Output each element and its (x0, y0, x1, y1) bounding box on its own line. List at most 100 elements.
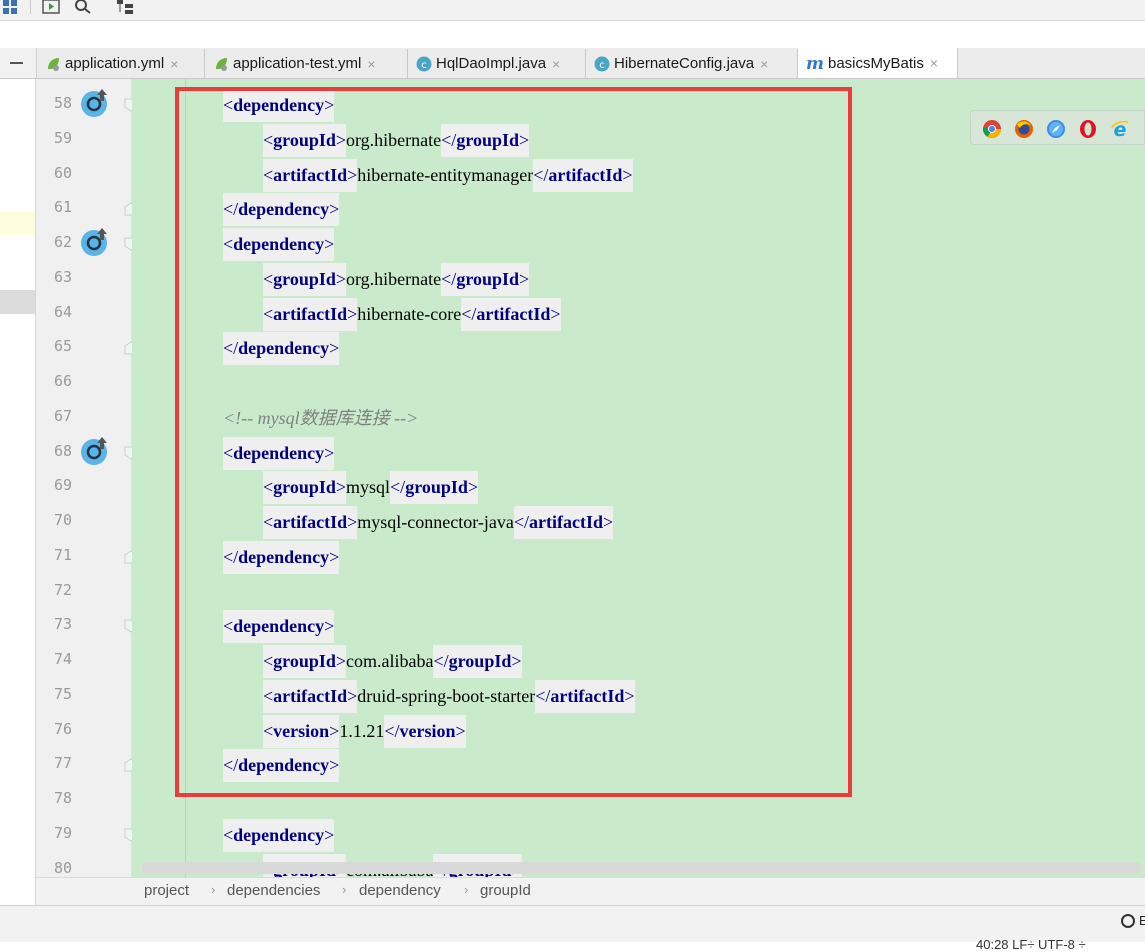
override-method-icon[interactable] (80, 88, 110, 118)
angle-bracket: > (329, 546, 340, 567)
xml-close-tag: </dependency> (223, 332, 340, 366)
tag-name: version (399, 720, 456, 741)
spring-leaf-icon (48, 57, 59, 71)
code-line[interactable]: <dependency> (223, 228, 335, 261)
xml-close-tag: </dependency> (223, 540, 340, 574)
tab-application-yml[interactable]: application.yml × (37, 49, 205, 78)
xml-open-tag: <dependency> (223, 89, 335, 122)
tag-value: com.alibaba (346, 651, 434, 671)
opera-icon[interactable] (1078, 119, 1098, 139)
angle-bracket: > (347, 512, 358, 532)
breadcrumb-project[interactable]: project (144, 882, 190, 899)
tab-application-test-yml[interactable]: application-test.yml × (205, 49, 408, 78)
code-line[interactable]: <artifactId>druid-spring-boot-starter</a… (263, 679, 635, 713)
line-number: 79 (53, 823, 72, 842)
line-number: 66 (53, 372, 72, 390)
line-number: 63 (53, 267, 72, 286)
angle-bracket: </ (223, 338, 239, 359)
gutter-divider (131, 79, 132, 877)
code-line[interactable]: <dependency> (223, 610, 335, 644)
angle-bracket: > (511, 651, 522, 671)
tab-label: application-test.yml (233, 55, 362, 72)
breadcrumb-dependency[interactable]: dependency (359, 882, 441, 899)
angle-bracket: > (324, 234, 335, 254)
line-number: 72 (53, 580, 72, 599)
layout-icon[interactable] (2, 0, 18, 14)
tag-value: hibernate-entitymanager (357, 164, 534, 185)
code-line[interactable]: <dependency> (223, 818, 335, 852)
code-line[interactable]: </dependency> (223, 193, 340, 227)
code-line[interactable]: </dependency> (223, 540, 340, 574)
close-icon[interactable]: × (760, 55, 769, 72)
code-line[interactable]: <groupId>mysql</groupId> (263, 471, 479, 505)
main-toolbar (0, 0, 1145, 21)
project-panel[interactable] (0, 79, 36, 906)
spring-leaf-icon (216, 57, 227, 71)
breadcrumb: project › dependencies › dependency › gr… (36, 877, 1145, 905)
angle-bracket: > (550, 303, 561, 324)
status-bar: E 40:28 LF÷ UTF-8 ÷ (0, 905, 1145, 952)
firefox-icon[interactable] (1014, 119, 1034, 139)
code-line[interactable]: <artifactId>mysql-connector-java</artifa… (263, 506, 614, 539)
angle-bracket: < (223, 95, 234, 115)
safari-icon[interactable] (1046, 119, 1066, 139)
tab-basicsmybatis[interactable]: m basicsMyBatis × (798, 48, 958, 78)
line-number: 73 (53, 615, 72, 634)
close-icon[interactable]: × (552, 55, 561, 72)
code-line[interactable]: <dependency> (223, 436, 335, 470)
code-line[interactable]: <artifactId>hibernate-core</artifactId> (263, 297, 561, 331)
chrome-icon[interactable] (982, 119, 1002, 139)
svg-text:m: m (806, 55, 824, 71)
structure-icon[interactable] (116, 0, 134, 14)
override-method-icon[interactable] (80, 436, 110, 466)
status-position[interactable]: 40:28 LF÷ UTF-8 ÷ (976, 937, 1086, 952)
breadcrumb-separator: › (464, 882, 469, 897)
tab-hqldaoimpl-java[interactable]: c HqlDaoImpl.java × (408, 49, 586, 78)
angle-bracket: < (223, 442, 234, 463)
tag-name: dependency (238, 546, 330, 567)
line-number: 78 (53, 789, 72, 807)
xml-open-tag: <artifactId> (263, 297, 358, 331)
panel-selected-row[interactable] (0, 290, 35, 314)
xml-open-tag: <artifactId> (263, 158, 358, 192)
search-icon[interactable] (74, 0, 92, 14)
tab-hibernateconfig-java[interactable]: c HibernateConfig.java × (586, 49, 798, 78)
code-line[interactable]: <groupId>org.hibernate</groupId> (263, 262, 530, 296)
code-line[interactable]: <version>1.1.21</version> (263, 714, 466, 748)
event-log-icon[interactable] (1121, 914, 1135, 928)
angle-bracket: </ (535, 685, 551, 706)
angle-bracket: </ (533, 164, 549, 185)
code-line[interactable]: <groupId>org.hibernate</groupId> (263, 123, 530, 157)
java-class-icon: c (416, 56, 432, 71)
run-icon[interactable] (42, 0, 60, 14)
tag-name: dependency (233, 442, 325, 463)
open-in-browser-bar: e (970, 110, 1145, 145)
angle-bracket: </ (384, 720, 400, 741)
ie-icon[interactable]: e (1110, 119, 1130, 139)
xml-open-tag: <dependency> (223, 436, 335, 470)
code-line[interactable]: <groupId>com.alibaba</groupId> (263, 645, 522, 678)
tag-name: artifactId (273, 303, 348, 324)
close-icon[interactable]: × (367, 55, 376, 72)
tag-name: groupId (456, 268, 520, 289)
code-line[interactable]: </dependency> (223, 332, 340, 366)
close-icon[interactable]: × (170, 55, 179, 72)
collapse-panel-button[interactable] (0, 48, 37, 78)
horizontal-scrollbar[interactable] (142, 862, 1140, 874)
line-number: 71 (53, 545, 72, 564)
line-number: 70 (53, 511, 72, 529)
code-line[interactable]: <dependency> (223, 89, 335, 122)
code-line[interactable]: <artifactId>hibernate-entitymanager</art… (263, 158, 633, 192)
code-comment[interactable]: <!-- mysql数据库连接 --> (223, 407, 419, 428)
xml-open-tag: <artifactId> (263, 679, 358, 713)
angle-bracket: > (324, 95, 335, 115)
angle-bracket: > (347, 164, 358, 185)
close-icon[interactable]: × (929, 55, 939, 71)
xml-open-tag: <artifactId> (263, 506, 358, 539)
line-number: 75 (53, 684, 72, 703)
code-line[interactable]: </dependency> (223, 749, 340, 783)
override-method-icon[interactable] (80, 227, 110, 257)
breadcrumb-groupid[interactable]: groupId (480, 882, 531, 899)
breadcrumb-dependencies[interactable]: dependencies (227, 882, 321, 899)
xml-open-tag: <groupId> (263, 262, 347, 296)
